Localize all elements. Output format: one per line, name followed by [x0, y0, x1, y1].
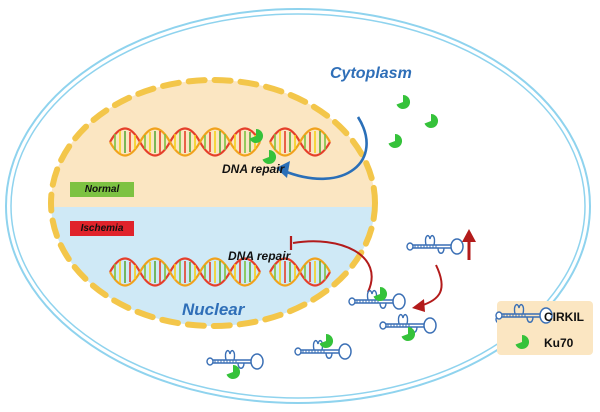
normal-tag: Normal: [70, 182, 134, 197]
binding-arrow: [419, 264, 443, 307]
legend-cirkil-label: CIRKIL: [544, 310, 584, 324]
inhibition-arrow: [292, 240, 373, 293]
nuclear-envelope: [48, 77, 378, 329]
legend-ku70-label: Ku70: [544, 336, 574, 350]
ischemia-tag: Ischemia: [70, 221, 134, 236]
dna-repair-label-normal: DNA repair: [222, 162, 285, 176]
cytoplasm-label: Cytoplasm: [330, 65, 412, 82]
dna-repair-label-ischemia: DNA repair: [228, 249, 291, 263]
import-arrow: [283, 116, 368, 181]
nuclear-label: Nuclear: [182, 300, 245, 319]
